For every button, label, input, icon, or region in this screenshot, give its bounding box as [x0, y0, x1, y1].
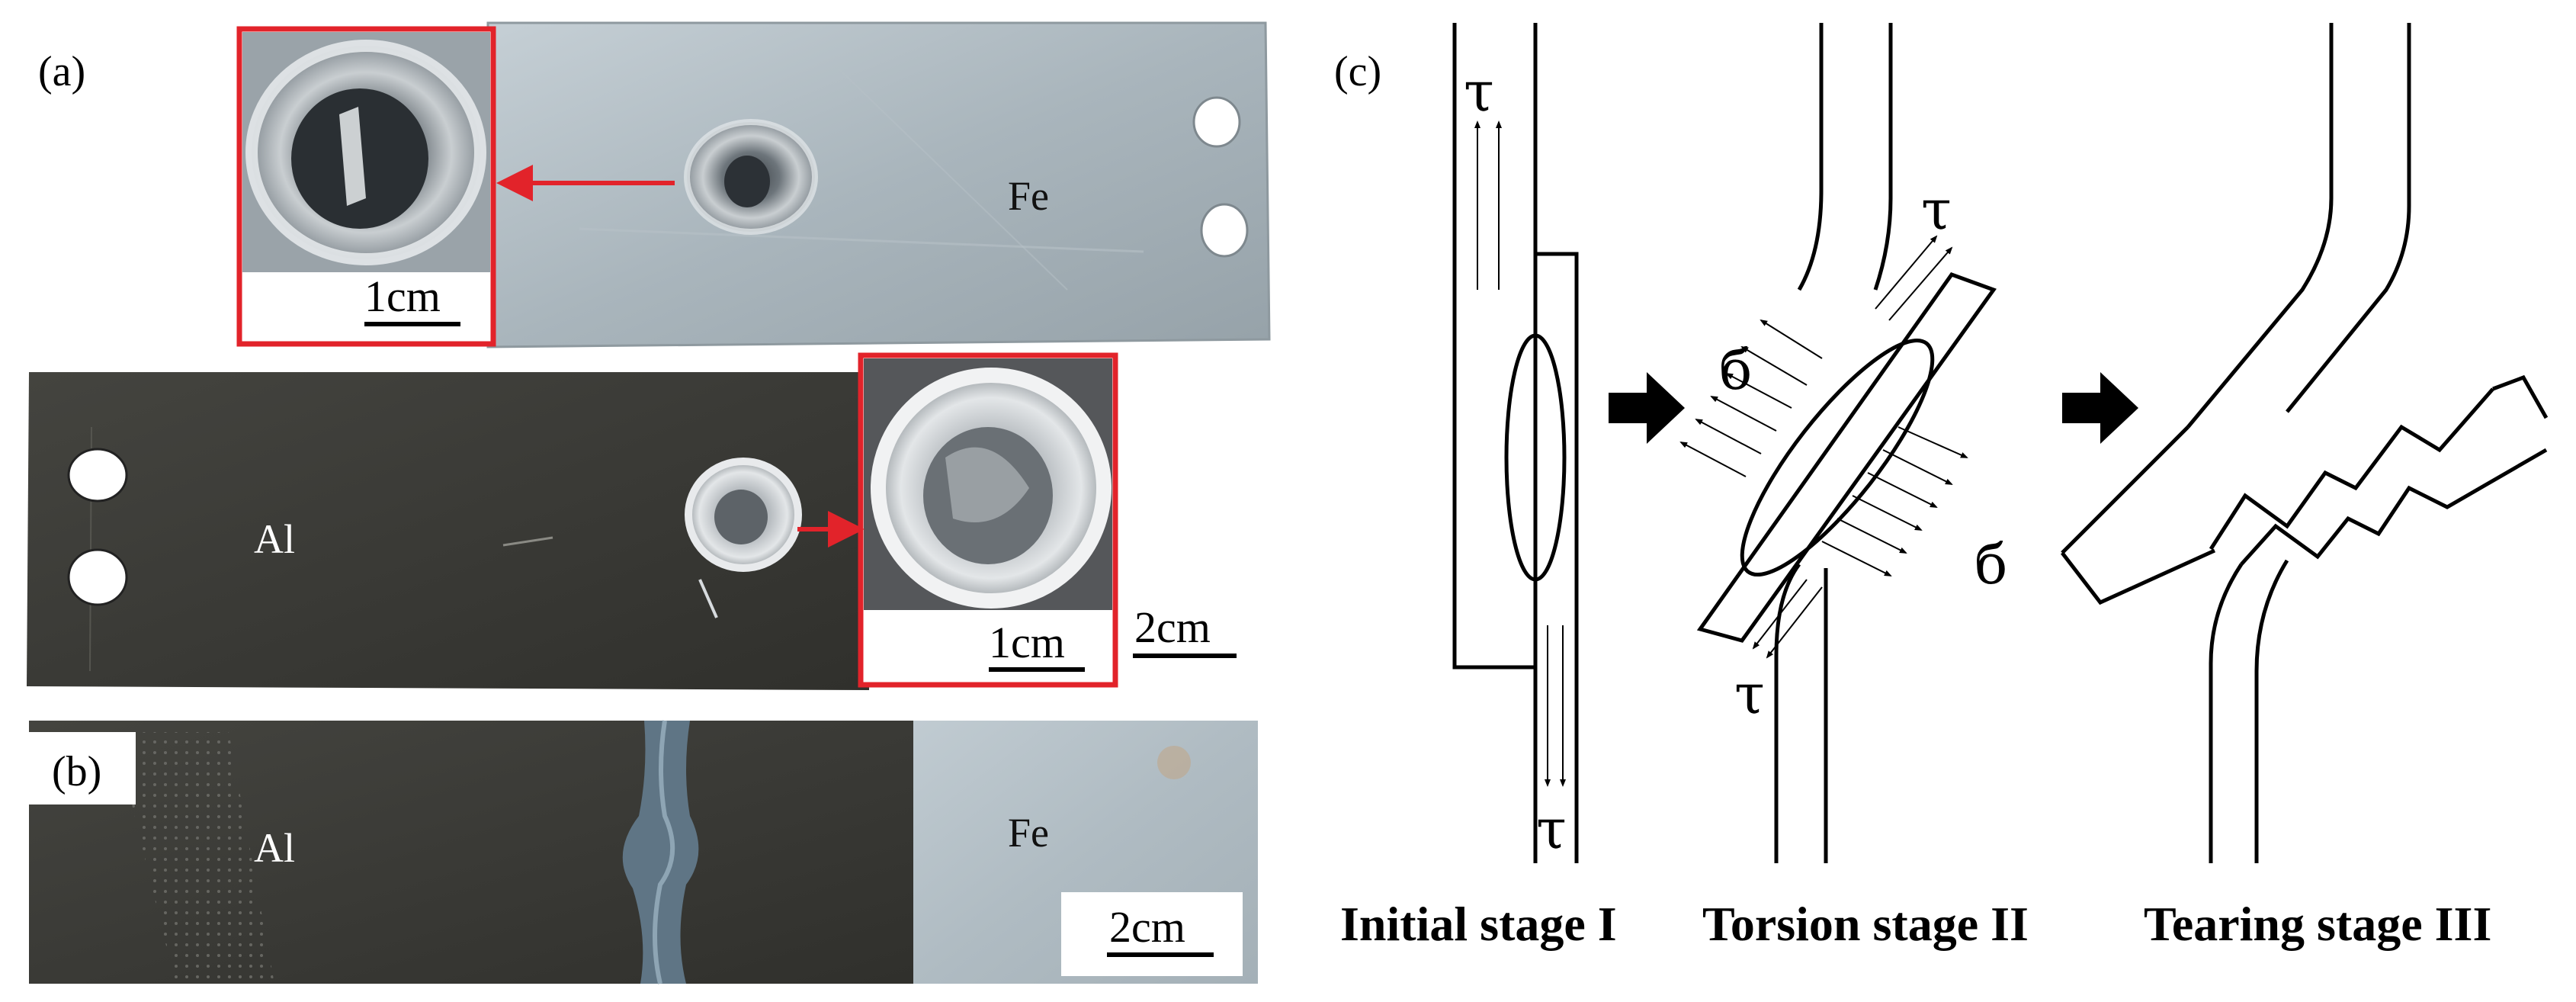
stage-2-lower-left: [1774, 563, 1801, 863]
al-plate-hole: [67, 448, 128, 503]
panel-c-label: (c): [1334, 48, 1381, 95]
al-plate-hole: [67, 548, 128, 606]
shear-arrow: [1766, 586, 1823, 659]
stage-2-upper-right: [1873, 23, 1893, 291]
stage-2-caption: Torsion stage II: [1702, 897, 2029, 951]
stage-1-tau-top: τ: [1464, 59, 1494, 124]
stage-2-weld-nugget: [1740, 338, 1935, 577]
fe-inset-scale-text: 1cm: [364, 271, 441, 321]
stage-3-sheet-end: [2492, 374, 2549, 419]
stage-2-upper-left: [1797, 23, 1824, 291]
stage-3-lower-sheet-edge: [2061, 548, 2216, 605]
normal-stress-arrow: [1821, 541, 1892, 576]
al-weld-spot: [685, 458, 802, 618]
stage-transition-arrow: [2062, 372, 2138, 444]
stage-2-sigma-right: б: [1975, 532, 2007, 596]
panel-b-label-bg: [29, 732, 136, 804]
normal-stress-arrow: [1882, 449, 1953, 485]
al-plate: [27, 372, 873, 690]
fe-label-b: Fe: [1008, 810, 1049, 856]
normal-stress-arrow: [1725, 373, 1792, 409]
al-inset-scale-text: 1cm: [989, 618, 1065, 667]
stage-3-tear-lower: [2240, 448, 2548, 566]
normal-stress-arrow: [1740, 345, 1808, 386]
fe-weld-spot: [684, 119, 818, 235]
stage-transition-arrow: [1609, 372, 1685, 444]
normal-stress-arrow: [1867, 472, 1938, 508]
stage-1-lower-sheet: [1535, 252, 1579, 863]
al-label-a: Al: [254, 516, 295, 562]
stage-3-lower-sheet-top: [2061, 426, 2189, 554]
stage-1-upper-sheet: [1452, 23, 1535, 670]
stage-1-diagram: [1452, 23, 1579, 863]
stage-2-tau-top: τ: [1921, 178, 1952, 242]
panel-b-scale-bg: [1061, 892, 1243, 976]
panel-a-label: (a): [38, 48, 85, 95]
stage-3-caption: Tearing stage III: [2144, 897, 2491, 951]
normal-stress-arrow: [1852, 495, 1923, 531]
panel-b-scale-text: 2cm: [1109, 902, 1185, 952]
fe-plate-hole: [1200, 203, 1249, 258]
shear-arrow: [1888, 246, 1953, 321]
shear-arrow: [1875, 235, 1938, 310]
fe-plate-hole: [1192, 96, 1241, 148]
panel-b-label: (b): [52, 748, 101, 795]
normal-stress-arrow: [1679, 442, 1747, 477]
stage-3-lower-right: [2254, 559, 2289, 863]
stage-1-tau-bottom: τ: [1536, 797, 1567, 861]
normal-stress-arrow: [1710, 396, 1777, 432]
normal-stress-arrow: [1837, 518, 1907, 554]
stage-2-inclined-sheet: [1696, 271, 1997, 643]
stage-1-weld-nugget: [1504, 333, 1567, 582]
panel-a-scale-text: 2cm: [1134, 602, 1211, 652]
al-magnified-inset: 1cm: [858, 352, 1118, 688]
stage-1-caption: Initial stage I: [1340, 897, 1617, 951]
fe-label-a: Fe: [1008, 173, 1049, 219]
stage-2-diagram: [1679, 23, 1997, 863]
stage-2-sigma-left: б: [1719, 338, 1752, 402]
normal-stress-arrow: [1760, 319, 1823, 359]
stage-3-lower-left: [2209, 563, 2244, 863]
normal-stress-arrow: [1898, 426, 1968, 458]
stage-3-upper-left: [2186, 23, 2334, 429]
stage-3-diagram: [2061, 23, 2549, 863]
stage-3-upper-right: [2286, 23, 2411, 413]
al-label-b: Al: [254, 825, 295, 871]
stage-3-tear-line: [2209, 387, 2494, 551]
normal-stress-arrow: [1695, 419, 1762, 454]
stage-2-tau-bottom: τ: [1734, 662, 1765, 726]
shear-arrow: [1752, 579, 1808, 650]
fe-magnified-inset: 1cm: [236, 26, 496, 347]
